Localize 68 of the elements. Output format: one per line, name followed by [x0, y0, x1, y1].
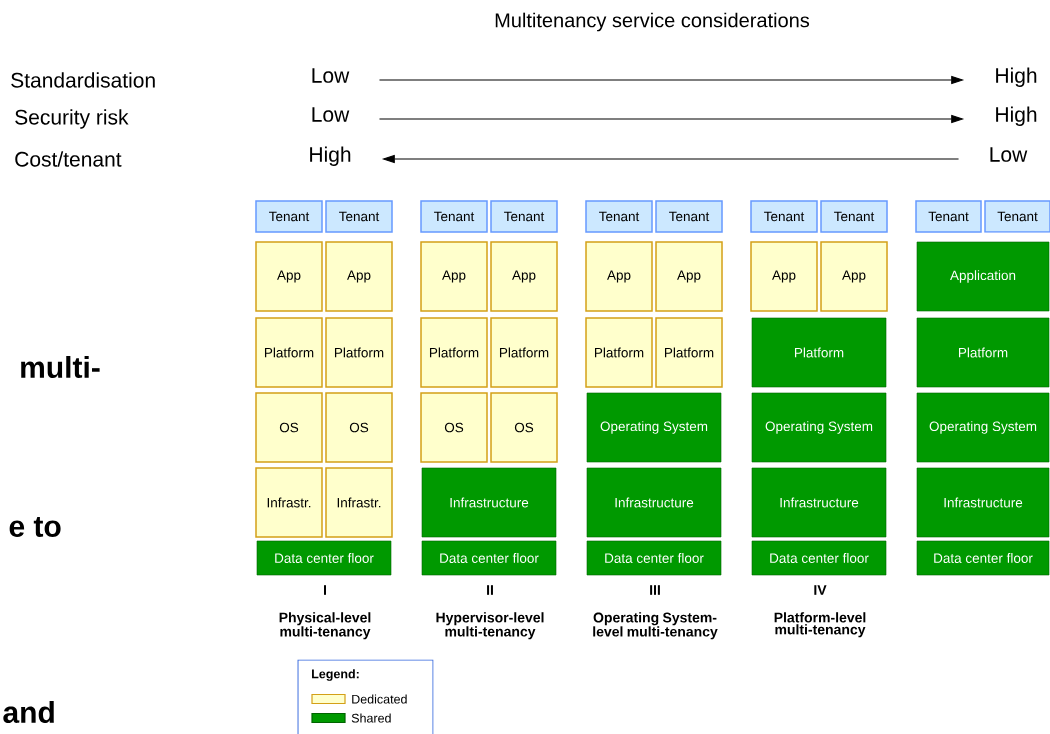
row-label: Standardisation [11, 72, 155, 88]
layer-box: Platform [655, 317, 723, 388]
layer-box: App [585, 241, 653, 312]
layer-box: OS [255, 392, 323, 463]
tenant-box: Tenant [255, 200, 323, 233]
layer-box: OS [490, 392, 558, 463]
tenant-box: Tenant [490, 200, 558, 233]
arrow [383, 155, 960, 163]
layer-box: Data center floor [421, 540, 557, 576]
tenant-box: Tenant [750, 200, 818, 233]
scale-end-label: Low [312, 68, 350, 83]
layer-box: Platform [420, 317, 488, 388]
column-caption: Hypervisor-level multi-tenancy [436, 612, 544, 640]
scale-end-label: High [310, 146, 351, 166]
layer-box: Infrastructure [421, 467, 557, 538]
scale-end-label: High [996, 106, 1037, 126]
layer-box: App [325, 241, 393, 312]
column-caption: Physical-level multi-tenancy [279, 612, 371, 640]
arrow [378, 115, 963, 123]
arrow [378, 76, 963, 84]
layer-box: Platform [325, 317, 393, 388]
layer-box: Data center floor [751, 540, 887, 576]
layer-box: App [255, 241, 323, 312]
scale-end-label: Low [312, 107, 350, 122]
legend-label: Shared [351, 713, 391, 723]
row-label: Security risk [15, 109, 129, 129]
layer-box: Platform [255, 317, 323, 388]
layer-box: Infrastr. [255, 467, 323, 538]
scale-end-label: Low [990, 147, 1028, 162]
layer-box: App [655, 241, 723, 312]
cut-text: multi- [21, 356, 100, 379]
column-caption: Operating System-level multi-tenancy [593, 612, 718, 640]
layer-box: Operating System [586, 392, 722, 463]
layer-box: Infrastr. [325, 467, 393, 538]
layer-box: Operating System [916, 392, 1050, 463]
layer-box: Data center floor [916, 540, 1050, 576]
tenant-box: Tenant [984, 200, 1050, 233]
layer-box: Infrastructure [751, 467, 887, 538]
layer-box: Infrastructure [916, 467, 1050, 538]
layer-box: Application [916, 241, 1050, 312]
tenant-box: Tenant [585, 200, 653, 233]
layer-box: Platform [585, 317, 653, 388]
layer-box: Infrastructure [586, 467, 722, 538]
layer-box: App [490, 241, 558, 312]
layer-box: App [420, 241, 488, 312]
layer-box: OS [325, 392, 393, 463]
scale-end-label: High [996, 67, 1037, 87]
layer-box: Platform [916, 317, 1050, 388]
layer-box: App [820, 241, 888, 312]
layer-box: App [750, 241, 818, 312]
heading: Multitenancy service considerations [495, 12, 810, 32]
legend-title: Legend: [312, 669, 359, 681]
layer-box: Platform [751, 317, 887, 388]
layer-box: OS [420, 392, 488, 463]
tenant-box: Tenant [325, 200, 393, 233]
tenant-box: Tenant [655, 200, 723, 233]
legend-label: Dedicated [352, 694, 407, 704]
layer-box: Data center floor [586, 540, 722, 576]
tenant-box: Tenant [420, 200, 488, 233]
column-caption: Platform-level multi-tenancy [774, 612, 866, 638]
layer-box: Data center floor [256, 540, 392, 576]
tenant-box: Tenant [915, 200, 982, 233]
cut-text: and [3, 701, 54, 724]
cut-text: e to [9, 517, 61, 537]
row-label: Cost/tenant [15, 151, 122, 167]
layer-box: Operating System [751, 392, 887, 463]
layer-box: Platform [490, 317, 558, 388]
tenant-box: Tenant [820, 200, 888, 233]
